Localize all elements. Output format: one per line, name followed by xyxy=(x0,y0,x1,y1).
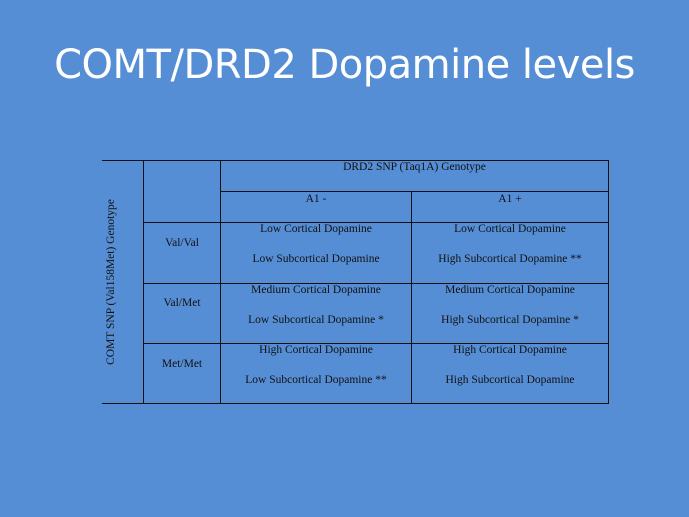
cell-cortical: Medium Cortical Dopamine xyxy=(445,284,575,296)
table-rule xyxy=(143,160,144,404)
cell-subcortical: High Subcortical Dopamine * xyxy=(441,314,579,326)
cell-subcortical: Low Subcortical Dopamine * xyxy=(248,314,384,326)
slide-title: COMT/DRD2 Dopamine levels xyxy=(54,42,635,88)
column-header-a1-minus: A1 - xyxy=(305,193,327,205)
table-rule xyxy=(143,222,609,223)
cell-cortical: Low Cortical Dopamine xyxy=(454,223,566,235)
row-genotype-val-met: Val/Met xyxy=(163,297,201,309)
cell-cortical: High Cortical Dopamine xyxy=(453,344,567,356)
table-rule xyxy=(220,160,221,404)
table-rule xyxy=(143,343,609,344)
row-genotype-met-met: Met/Met xyxy=(161,358,203,370)
cell-subcortical: High Subcortical Dopamine xyxy=(445,374,575,386)
cell-subcortical: High Subcortical Dopamine ** xyxy=(438,253,582,265)
cell-cortical: High Cortical Dopamine xyxy=(259,344,373,356)
genotype-table: DRD2 SNP (Taq1A) Genotype A1 - A1 + COMT… xyxy=(102,160,609,404)
row-genotype-val-val: Val/Val xyxy=(165,237,199,249)
column-group-header: DRD2 SNP (Taq1A) Genotype xyxy=(343,161,486,173)
cell-cortical: Medium Cortical Dopamine xyxy=(251,284,381,296)
table-border-top xyxy=(102,160,609,161)
table-rule xyxy=(220,191,609,192)
cell-subcortical: Low Subcortical Dopamine ** xyxy=(245,374,387,386)
table-rule xyxy=(143,283,609,284)
table-border-right xyxy=(608,160,609,404)
cell-cortical: Low Cortical Dopamine xyxy=(260,223,372,235)
table-rule xyxy=(411,191,412,404)
column-header-a1-plus: A1 + xyxy=(498,193,522,205)
table-border-bottom xyxy=(102,403,609,404)
cell-subcortical: Low Subcortical Dopamine xyxy=(252,253,380,265)
